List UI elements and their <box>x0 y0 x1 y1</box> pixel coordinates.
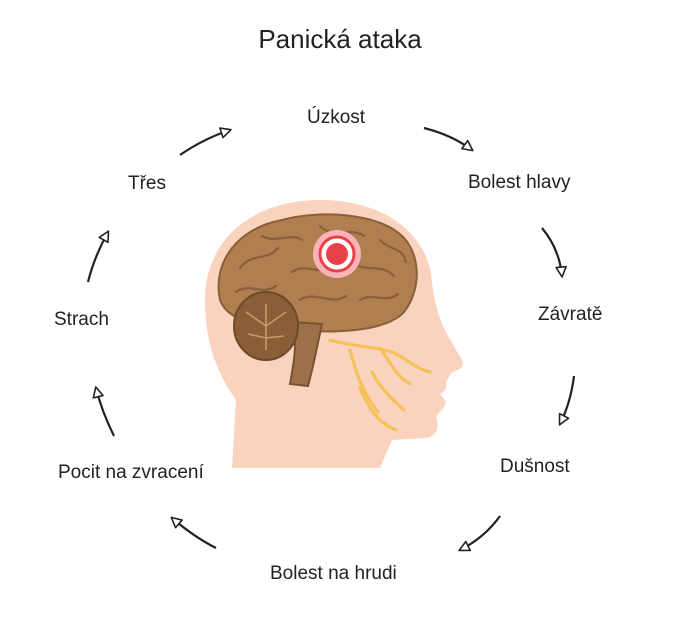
arrow-strach-to-tres <box>86 230 110 283</box>
brain <box>217 213 418 388</box>
arrow-bolest-na-hrudi-to-pocit-na-zvraceni <box>170 516 217 549</box>
arrow-zavrate-to-dusnost <box>558 375 576 426</box>
cycle-label-tres: Třes <box>128 173 166 194</box>
arrow-tres-to-uzkost <box>179 127 232 156</box>
cerebellum-branches <box>245 304 287 350</box>
arrow-dusnost-to-bolest-na-hrudi <box>458 515 501 552</box>
cycle-label-zavrate: Závratě <box>538 304 603 325</box>
cycle-label-dusnost: Dušnost <box>500 456 570 477</box>
pain-marker <box>313 230 361 278</box>
arrow-uzkost-to-bolest-hlavy <box>423 126 474 152</box>
diagram-title: Panická ataka <box>258 24 422 54</box>
cycle-label-strach: Strach <box>54 309 109 330</box>
cycle-label-uzkost: Úzkost <box>307 107 366 128</box>
facial-nerves <box>328 338 432 432</box>
cycle-label-bolest-hlavy: Bolest hlavy <box>468 172 571 193</box>
arrow-pocit-na-zvraceni-to-strach <box>92 386 115 437</box>
cycle-label-bolest-na-hrudi: Bolest na hrudi <box>270 563 397 584</box>
arrow-bolest-hlavy-to-zavrate <box>541 227 567 278</box>
cycle-label-pocit-na-zvraceni: Pocit na zvracení <box>58 462 204 483</box>
cycle-arrows <box>86 126 576 552</box>
